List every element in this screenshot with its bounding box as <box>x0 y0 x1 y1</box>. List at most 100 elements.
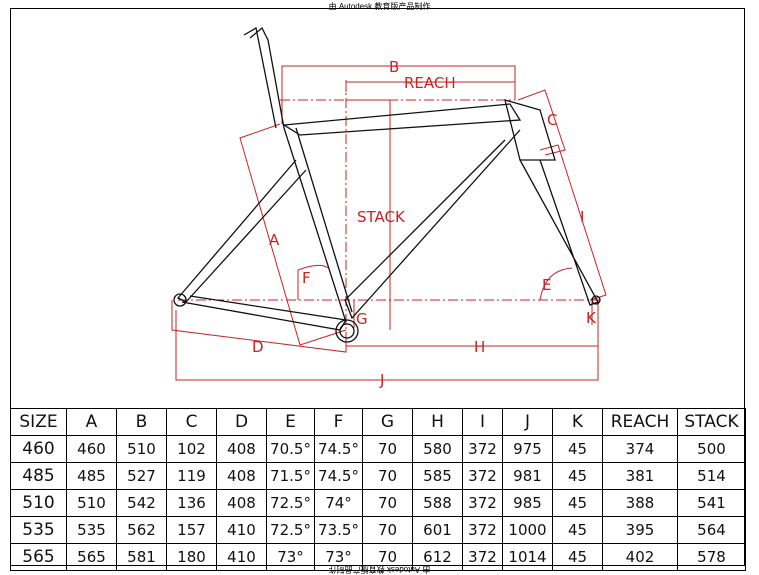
dim-e-arc <box>539 267 573 301</box>
header-j: J <box>502 408 553 436</box>
cell-g: 70 <box>362 543 413 571</box>
header-d: D <box>216 408 267 436</box>
cell-stack: 500 <box>677 435 746 463</box>
down-tube <box>344 129 521 320</box>
cell-h: 601 <box>412 516 463 544</box>
cell-c: 119 <box>166 462 217 490</box>
frame-geometry-drawing: B REACH C I STACK A F G E K D H J <box>171 26 607 389</box>
cell-j: 1000 <box>502 516 553 544</box>
label-f: F <box>302 269 311 287</box>
watermark-top: 由 Autodesk 教育版产品制作 <box>328 2 431 11</box>
label-stack: STACK <box>357 208 406 226</box>
cell-e: 72.5° <box>266 489 315 517</box>
cell-k: 45 <box>552 462 603 490</box>
cell-e: 73° <box>266 543 315 571</box>
cell-b: 542 <box>116 489 167 517</box>
header-stack: STACK <box>677 408 746 436</box>
dim-i-line <box>539 144 607 301</box>
cell-c: 136 <box>166 489 217 517</box>
cell-size: 510 <box>10 489 67 517</box>
cell-j: 975 <box>502 435 553 463</box>
cell-k: 45 <box>552 516 603 544</box>
cell-f: 73.5° <box>314 516 363 544</box>
cell-d: 408 <box>216 435 267 463</box>
watermark-bottom: 由 Autodesk 教育版产品制作 <box>328 565 431 574</box>
dim-j-line <box>175 310 599 381</box>
header-b: B <box>116 408 167 436</box>
cell-h: 588 <box>412 489 463 517</box>
cell-f: 74.5° <box>314 435 363 463</box>
cell-size: 535 <box>10 516 67 544</box>
cell-g: 70 <box>362 489 413 517</box>
cell-i: 372 <box>462 435 503 463</box>
cell-b: 527 <box>116 462 167 490</box>
cell-i: 372 <box>462 543 503 571</box>
cell-h: 580 <box>412 435 463 463</box>
cell-i: 372 <box>462 489 503 517</box>
header-c: C <box>166 408 217 436</box>
cell-d: 408 <box>216 462 267 490</box>
cell-e: 72.5° <box>266 516 315 544</box>
dim-b-line <box>281 65 516 124</box>
cell-j: 981 <box>502 462 553 490</box>
table-row: 535 535 562 157 410 72.5° 73.5° 70 601 3… <box>10 516 746 544</box>
dim-c-line <box>517 89 566 156</box>
label-c: C <box>547 111 557 129</box>
table-row: 510 510 542 136 408 72.5° 74° 70 588 372… <box>10 489 746 517</box>
cell-i: 372 <box>462 516 503 544</box>
cell-stack: 578 <box>677 543 746 571</box>
dimension-labels: B REACH C I STACK A F G E K D H J <box>252 58 597 389</box>
label-k: K <box>586 309 597 327</box>
header-i: I <box>462 408 503 436</box>
label-g: G <box>356 310 368 328</box>
cell-b: 562 <box>116 516 167 544</box>
header-k: K <box>552 408 603 436</box>
cell-d: 410 <box>216 543 267 571</box>
seat-stay <box>176 159 307 303</box>
cell-e: 71.5° <box>266 462 315 490</box>
dimension-lines <box>171 65 607 381</box>
bike-frame <box>173 26 601 343</box>
cell-reach: 381 <box>602 462 678 490</box>
top-tube <box>282 103 522 136</box>
cell-reach: 374 <box>602 435 678 463</box>
dim-f-arc <box>297 264 329 300</box>
dim-a-line <box>239 123 347 346</box>
cell-f: 73° <box>314 543 363 571</box>
cell-b: 581 <box>116 543 167 571</box>
cell-k: 45 <box>552 543 603 571</box>
cell-c: 102 <box>166 435 217 463</box>
cell-j: 1014 <box>502 543 553 571</box>
cell-a: 485 <box>66 462 117 490</box>
label-d: D <box>252 338 264 356</box>
table-row: 460 460 510 102 408 70.5° 74.5° 70 580 3… <box>10 435 746 463</box>
label-reach: REACH <box>404 74 456 92</box>
header-h: H <box>412 408 463 436</box>
table-row: 565 565 581 180 410 73° 73° 70 612 372 1… <box>10 543 746 571</box>
cell-k: 45 <box>552 489 603 517</box>
front-dropout <box>591 295 601 305</box>
header-f: F <box>314 408 363 436</box>
cell-d: 410 <box>216 516 267 544</box>
cell-c: 157 <box>166 516 217 544</box>
cell-reach: 395 <box>602 516 678 544</box>
cell-f: 74° <box>314 489 363 517</box>
label-a: A <box>269 231 280 249</box>
header-a: A <box>66 408 117 436</box>
cell-stack: 564 <box>677 516 746 544</box>
label-i: I <box>580 208 584 226</box>
dim-reach-line <box>345 81 515 92</box>
cell-size: 485 <box>10 462 67 490</box>
chain-stay <box>181 295 348 331</box>
header-g: G <box>362 408 413 436</box>
cell-j: 985 <box>502 489 553 517</box>
table-row: 485 485 527 119 408 71.5° 74.5° 70 585 3… <box>10 462 746 490</box>
header-reach: REACH <box>602 408 678 436</box>
seat-tube <box>283 127 347 323</box>
cell-k: 45 <box>552 435 603 463</box>
header-size: SIZE <box>10 408 67 436</box>
head-tube <box>504 99 556 161</box>
label-e: E <box>542 276 551 294</box>
cell-b: 510 <box>116 435 167 463</box>
rear-dropout <box>173 293 187 307</box>
